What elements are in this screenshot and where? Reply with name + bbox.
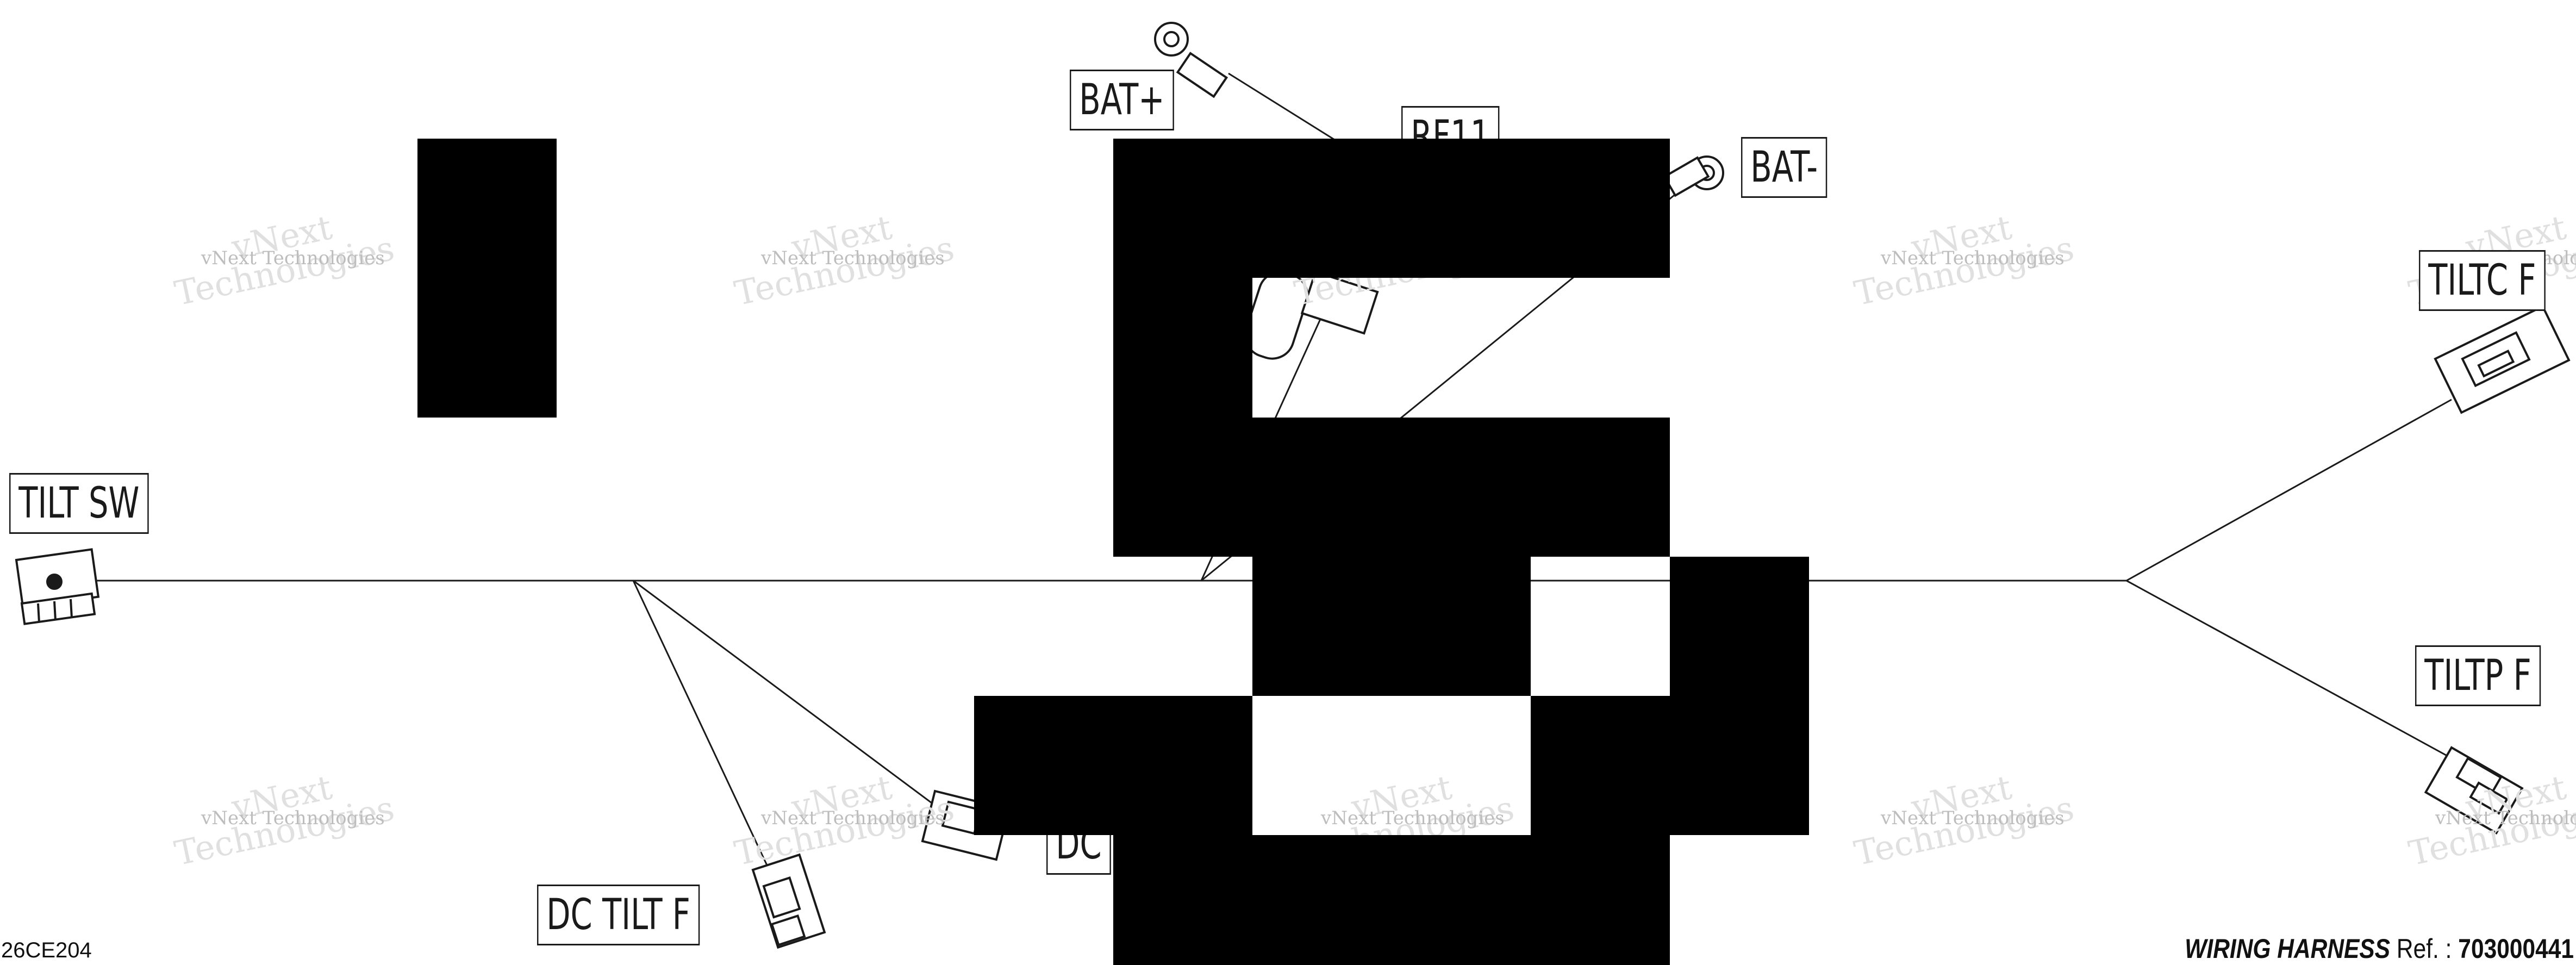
redaction-block [1113,139,1670,278]
redaction-block [974,696,1252,835]
label-bat-minus: BAT- [1741,137,1827,198]
branch-wire-dc-tilt [632,580,770,870]
branch-wire-tiltp [2126,580,2458,762]
footer-ref-number: 703000441 [2458,933,2574,964]
redaction-block [1252,557,1531,696]
bat-plus-ring-terminal [1154,22,1228,98]
redaction-block [1670,557,1809,835]
label-dc-tilt-f: DC TILT F [537,885,700,945]
bat-minus-ring-terminal [1663,155,1724,197]
redaction-block [417,139,557,418]
footer-title-text: WIRING HARNESS [2185,933,2391,964]
tiltp-f-connector [2424,746,2524,835]
dc-tilt-f-connector [751,853,826,949]
branch-wire-dc [633,580,949,817]
tiltc-f-connector [2434,304,2571,414]
label-tiltc-f: TILTC F [2419,250,2546,311]
tilt-sw-connector [15,548,100,625]
label-tiltp-f: TILTP F [2415,645,2541,706]
label-tilt-sw: TILT SW [9,473,149,534]
footer-title: WIRING HARNESS Ref. : 703000441 [2185,933,2574,964]
wire-bat-plus-ring [1228,72,1338,142]
branch-wire-tiltc [2126,399,2452,582]
redaction-block [1531,696,1670,835]
footer-ref-label: Ref. : [2396,933,2452,964]
rf11-fuse-holder [1244,270,1379,360]
redaction-block [1113,418,1670,557]
drawing-code: 26CE204 [1,938,92,962]
redaction-block [1113,835,1670,965]
label-bat-plus: BAT+ [1070,70,1174,130]
